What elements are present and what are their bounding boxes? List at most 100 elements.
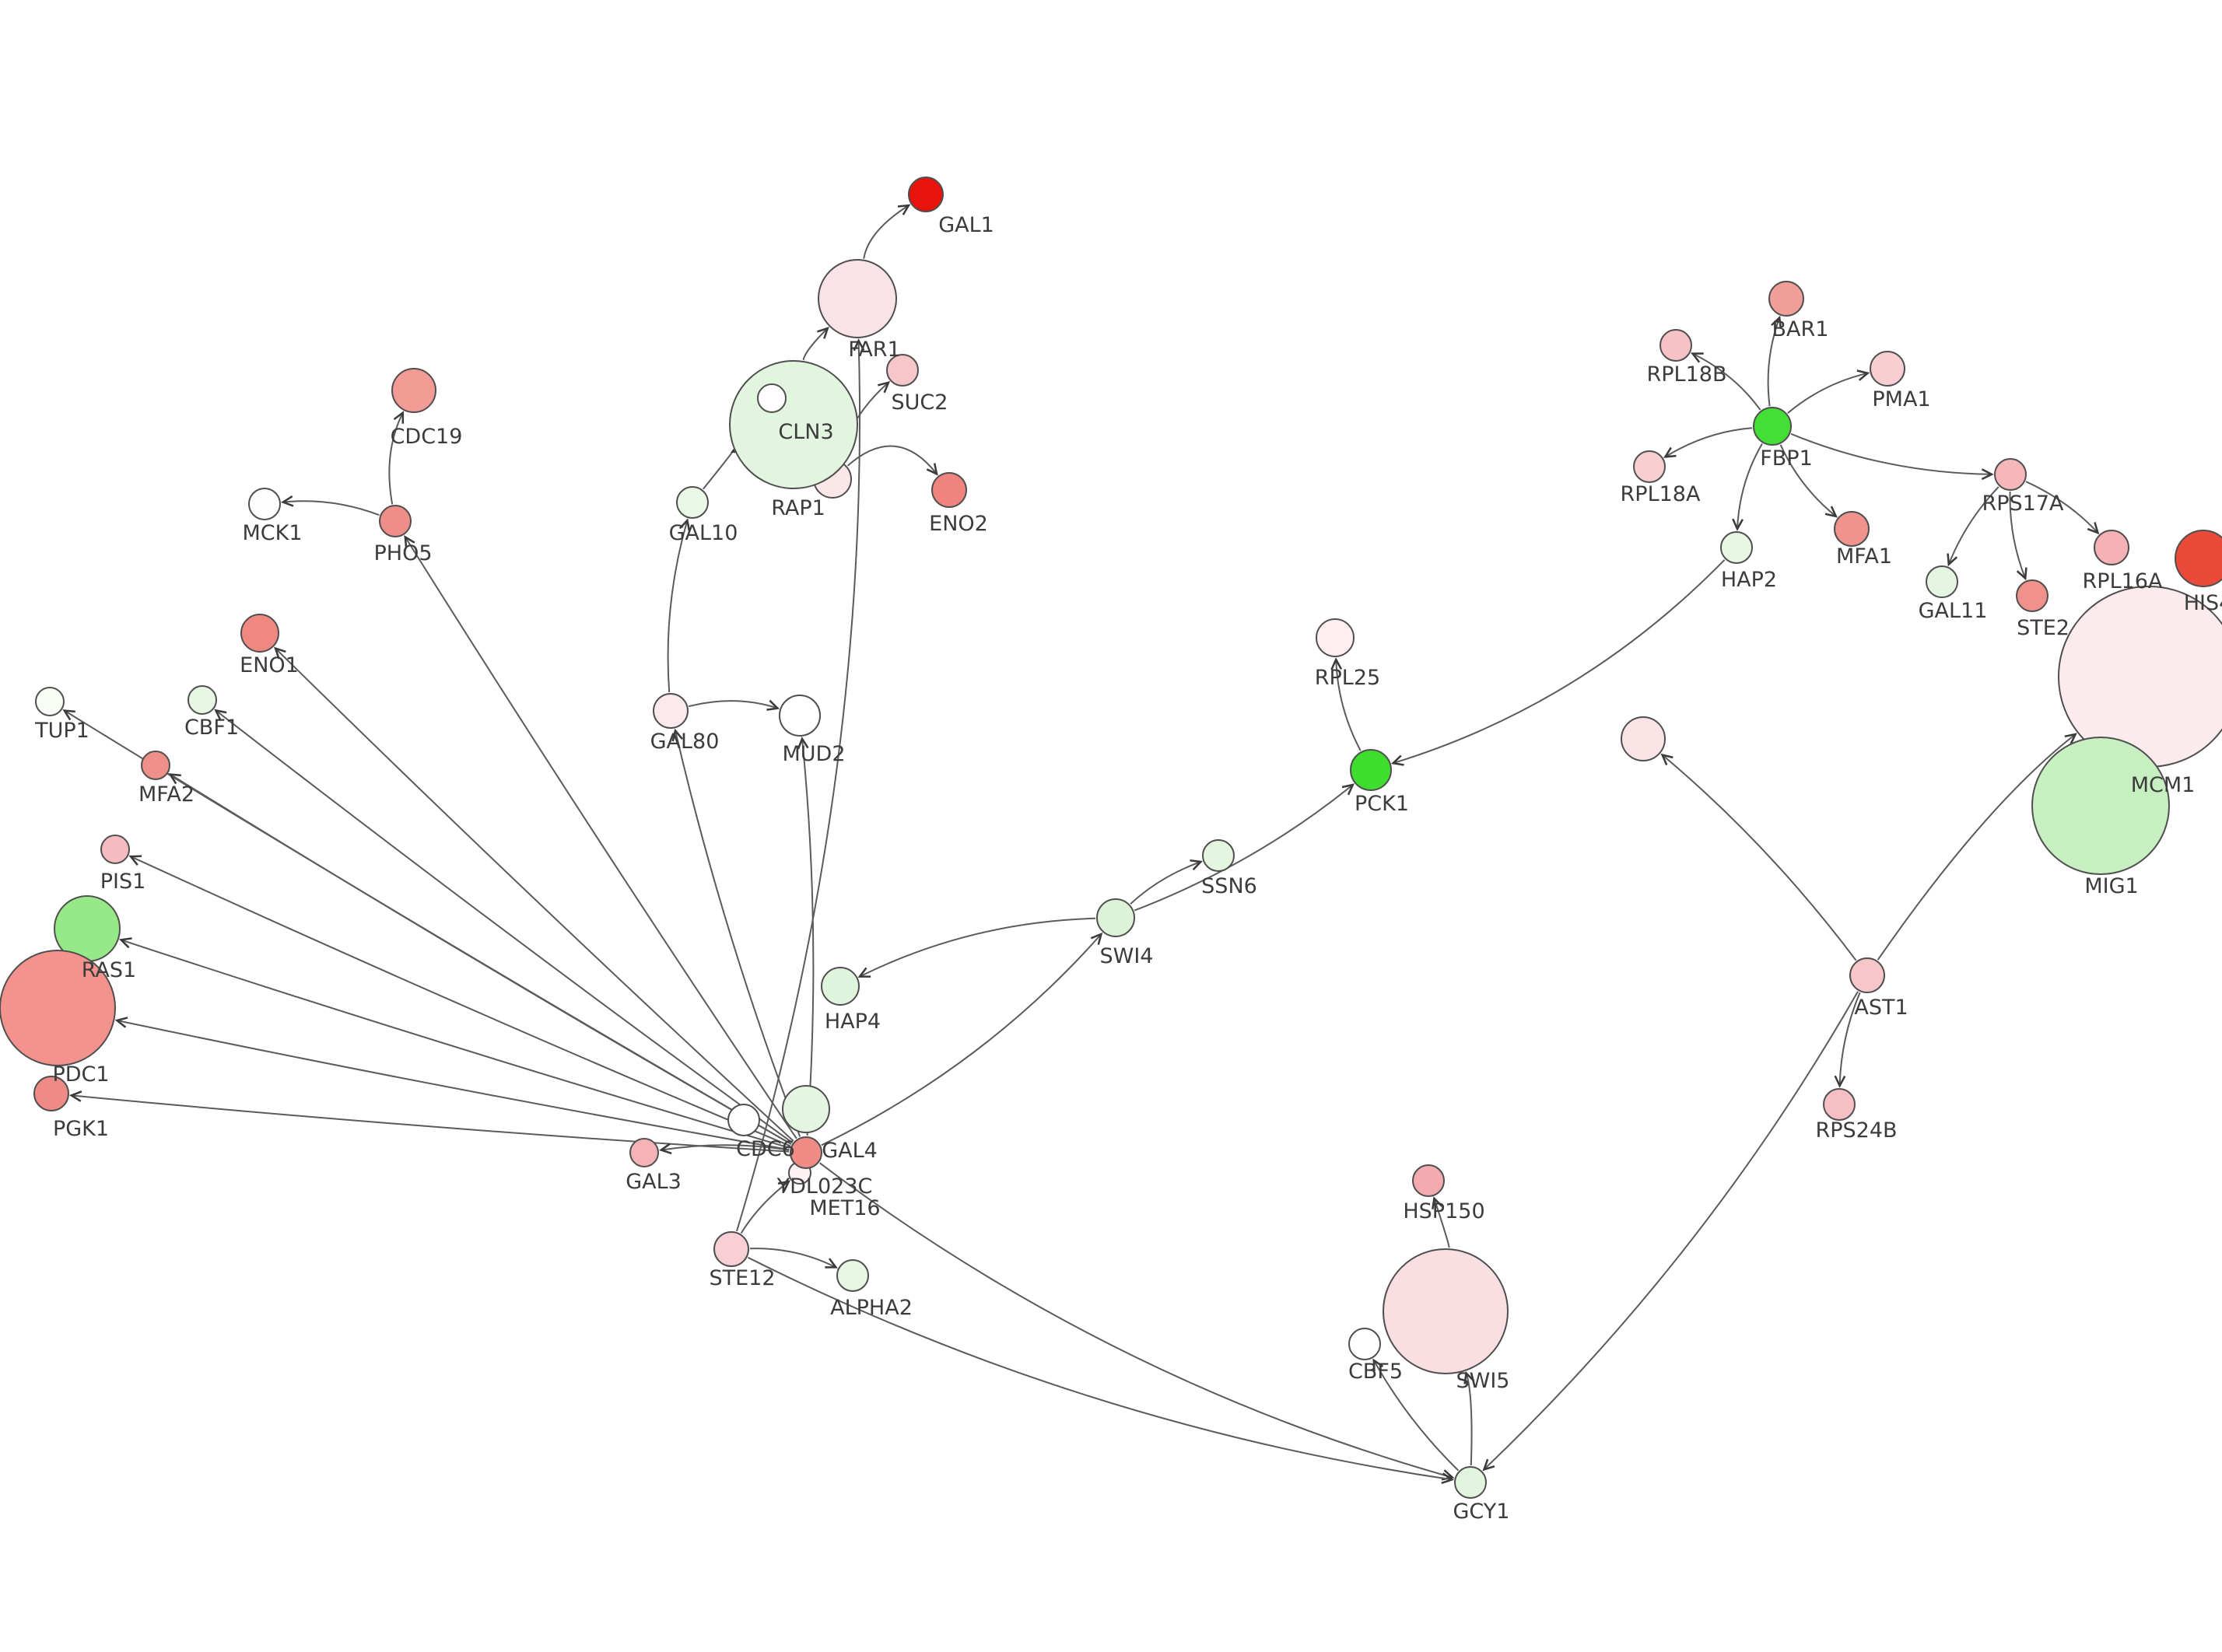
- edge-GCY1-CBF5[interactable]: [1374, 1360, 1460, 1472]
- node-GCY1[interactable]: [1454, 1466, 1487, 1499]
- edge-GAL4-PGK1[interactable]: [72, 1095, 790, 1153]
- node-SWI5[interactable]: [1383, 1248, 1509, 1374]
- node-RPL18A[interactable]: [1633, 450, 1666, 483]
- node-label-RPL16A: RPL16A: [2083, 569, 2163, 593]
- node-MFA1[interactable]: [1834, 511, 1870, 547]
- node-GAL3[interactable]: [629, 1138, 659, 1167]
- edge-GAL4-MUD2[interactable]: [802, 739, 815, 1136]
- edge-FBP1-RPS17A[interactable]: [1790, 432, 1992, 474]
- node-RPL18B[interactable]: [1659, 329, 1692, 362]
- node-MUD2[interactable]: [779, 695, 821, 737]
- edge-STE12-ALPHA2[interactable]: [749, 1248, 836, 1267]
- node-nodeB[interactable]: [1621, 716, 1666, 761]
- node-HAP4[interactable]: [821, 967, 860, 1006]
- node-CBF5[interactable]: [1348, 1328, 1381, 1360]
- edge-GAL4-PIS1[interactable]: [131, 856, 791, 1147]
- edge-GAL4-MFA2[interactable]: [170, 775, 792, 1145]
- node-GAL11[interactable]: [1926, 565, 1958, 598]
- edge-AST1-GCY1[interactable]: [1484, 991, 1859, 1470]
- edge-FBP1-RPL18A[interactable]: [1665, 427, 1753, 457]
- node-RPL16A[interactable]: [2094, 530, 2129, 565]
- node-FAR1[interactable]: [818, 259, 897, 338]
- node-SWI4[interactable]: [1096, 898, 1135, 937]
- node-PIS1[interactable]: [100, 835, 130, 864]
- edge-SWI4-SSN6[interactable]: [1130, 862, 1200, 905]
- edge-GAL4-ENO1[interactable]: [275, 649, 794, 1142]
- node-PCK1[interactable]: [1350, 749, 1392, 791]
- node-STE2[interactable]: [2016, 579, 2049, 612]
- edge-FBP1-HAP2[interactable]: [1737, 443, 1763, 529]
- edge-GCY1-SWI5[interactable]: [1467, 1374, 1472, 1466]
- node-SSN6[interactable]: [1202, 839, 1235, 872]
- node-MFA2[interactable]: [141, 751, 170, 780]
- edge-FBP1-RPL18B[interactable]: [1693, 354, 1761, 411]
- edge-AST1-nodeB[interactable]: [1663, 755, 1857, 961]
- edge-PHO5-CDC19[interactable]: [388, 413, 402, 505]
- edge-AST1-RPS24B[interactable]: [1840, 992, 1861, 1086]
- edge-RPS17A-GAL11[interactable]: [1949, 486, 1999, 565]
- node-BAR1[interactable]: [1768, 281, 1804, 317]
- edge-SWI5-HSP150[interactable]: [1434, 1199, 1450, 1248]
- node-ENO2[interactable]: [931, 472, 967, 508]
- node-SUC2[interactable]: [886, 354, 919, 387]
- node-GAL1[interactable]: [908, 177, 944, 212]
- node-HIS4[interactable]: [2175, 530, 2222, 587]
- node-nodeA[interactable]: [757, 383, 787, 413]
- edge-CLN3-FAR1[interactable]: [802, 328, 828, 361]
- edge-GAL4-RAS1[interactable]: [121, 940, 790, 1149]
- edge-FBP1-BAR1[interactable]: [1767, 317, 1780, 407]
- edge-GAL4-SWI4[interactable]: [821, 934, 1102, 1146]
- node-PDC1[interactable]: [0, 950, 116, 1066]
- node-ENO1[interactable]: [240, 614, 279, 653]
- node-RPL25[interactable]: [1316, 618, 1355, 657]
- edge-GAL4-PDC1[interactable]: [117, 1020, 790, 1151]
- node-PGK1[interactable]: [33, 1076, 69, 1111]
- node-HSP150[interactable]: [1412, 1164, 1445, 1197]
- node-GAL4[interactable]: [790, 1136, 822, 1169]
- node-PHO5[interactable]: [379, 505, 412, 537]
- edge-GAL4-CBF1[interactable]: [216, 710, 793, 1143]
- edge-GAL80-MUD2[interactable]: [688, 701, 777, 708]
- edge-GAL4-GCY1[interactable]: [818, 1162, 1453, 1477]
- node-MCK1[interactable]: [248, 488, 281, 520]
- edge-STE12-MET16[interactable]: [740, 1181, 789, 1234]
- edge-AST1-MCM1[interactable]: [1877, 734, 2076, 961]
- edge-SWI4-PCK1[interactable]: [1134, 785, 1353, 912]
- edge-HAP2-PCK1[interactable]: [1393, 559, 1726, 763]
- edge-SWI4-HAP4[interactable]: [860, 917, 1096, 977]
- node-HAP2[interactable]: [1720, 531, 1753, 564]
- edge-PHO5-MCK1[interactable]: [283, 501, 380, 516]
- node-STE12[interactable]: [713, 1231, 749, 1267]
- node-CBF1[interactable]: [188, 685, 217, 715]
- edge-RAP1-ENO2[interactable]: [846, 445, 937, 474]
- edge-GAL10-CLN3[interactable]: [703, 452, 733, 490]
- edge-STE12-FAR1[interactable]: [736, 341, 860, 1232]
- node-ALPHA2[interactable]: [836, 1259, 869, 1292]
- node-YDL023C[interactable]: [782, 1085, 830, 1133]
- node-GAL10[interactable]: [676, 486, 709, 519]
- edge-GAL80-GAL10[interactable]: [667, 520, 688, 693]
- edge-GAL4-PHO5[interactable]: [405, 537, 797, 1139]
- edge-GAL4-GAL80[interactable]: [675, 730, 801, 1137]
- node-FBP1[interactable]: [1753, 407, 1792, 446]
- node-TUP1[interactable]: [35, 687, 65, 716]
- edge-STE12-GCY1[interactable]: [747, 1256, 1452, 1480]
- node-RPS24B[interactable]: [1823, 1088, 1856, 1121]
- node-MIG1[interactable]: [2031, 737, 2170, 875]
- edge-GAL4-GAL3[interactable]: [661, 1145, 790, 1150]
- node-RPS17A[interactable]: [1994, 458, 2027, 491]
- node-label-CBF1: CBF1: [184, 716, 239, 740]
- node-AST1[interactable]: [1849, 957, 1885, 993]
- edge-RPS17A-STE2[interactable]: [2009, 491, 2026, 579]
- edge-PCK1-RPL25[interactable]: [1336, 660, 1362, 751]
- edge-FBP1-MFA1[interactable]: [1779, 444, 1836, 516]
- node-label-CLN3: CLN3: [778, 420, 833, 444]
- edge-FBP1-PMA1[interactable]: [1787, 373, 1868, 414]
- node-CDC19[interactable]: [391, 368, 436, 413]
- node-GAL80[interactable]: [653, 693, 689, 729]
- edge-RPS17A-RPL16A[interactable]: [2025, 481, 2098, 533]
- node-PMA1[interactable]: [1870, 351, 1905, 387]
- node-CDC6[interactable]: [727, 1104, 760, 1136]
- edge-FAR1-GAL1[interactable]: [863, 205, 909, 259]
